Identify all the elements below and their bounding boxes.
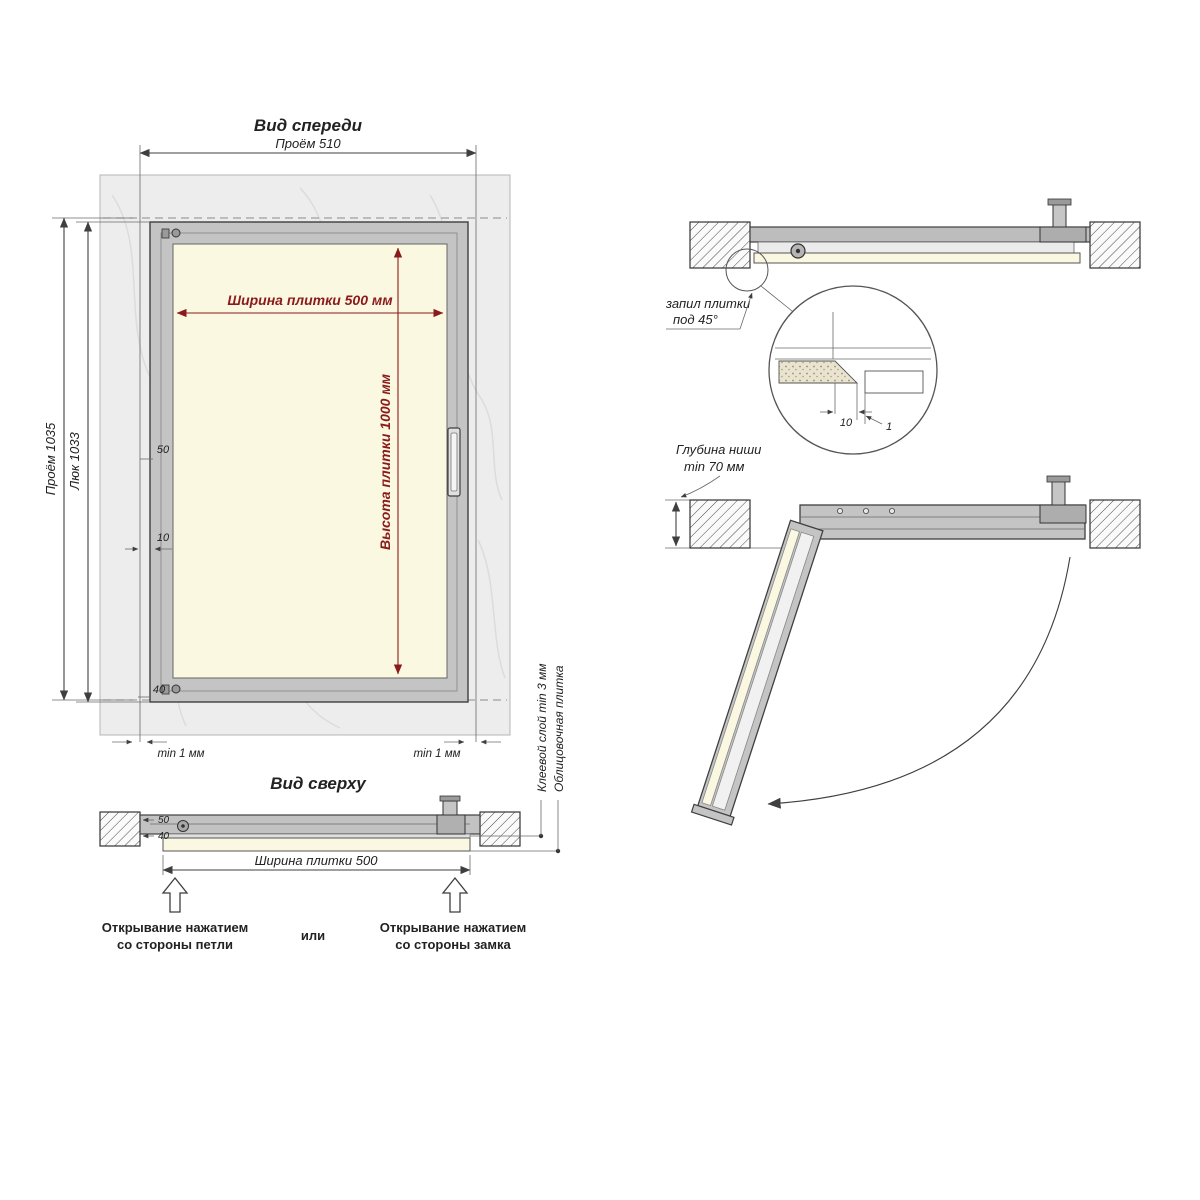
adjacent-tile bbox=[864, 370, 924, 394]
lock-bolt-closed-icon bbox=[1039, 198, 1087, 243]
up-arrow-hinge-icon bbox=[161, 876, 189, 913]
lock-bolt-icon bbox=[436, 795, 466, 835]
top-view-title: Вид сверху bbox=[270, 774, 367, 793]
front-view: Вид спереди Проём 510 Ширина плитки 500 … bbox=[43, 116, 511, 760]
wall-left-closed bbox=[689, 221, 751, 269]
dim-min1-right: min 1 мм bbox=[413, 748, 460, 760]
wall-right-open bbox=[1089, 499, 1141, 549]
label-tile: Облицовочная плитка bbox=[552, 665, 566, 792]
dim-40-front: 40 bbox=[153, 684, 166, 696]
open-hinge-caption-1: Открывание нажатием bbox=[102, 920, 249, 935]
front-view-title: Вид спереди bbox=[254, 116, 363, 135]
dim-10-front: 10 bbox=[157, 532, 170, 544]
front-dimensions bbox=[52, 148, 501, 745]
detail-view: 10 1 запил плитки под 45° bbox=[665, 285, 938, 455]
hinge-top-icon bbox=[161, 228, 181, 239]
top-view-section bbox=[99, 795, 521, 852]
adhesive-layer bbox=[162, 833, 471, 839]
lock-bolt-open-icon bbox=[1039, 475, 1087, 524]
dim-min1-left: min 1 мм bbox=[157, 748, 204, 760]
press-open-arrows bbox=[161, 876, 469, 913]
open-section-view: Глубина ниши min 70 мм bbox=[665, 442, 1141, 826]
top-view: Вид сверху bbox=[99, 664, 566, 952]
dim-tile-width-top: Ширина плитки 500 bbox=[255, 853, 379, 868]
open-lock-caption-1: Открывание нажатием bbox=[380, 920, 527, 935]
closed-section-view bbox=[689, 198, 1141, 316]
niche-depth-label-1: Глубина ниши bbox=[676, 442, 761, 457]
dim-hatch-height: Люк 1033 bbox=[67, 432, 82, 491]
top-view-dimensions bbox=[142, 800, 561, 875]
detail-circle bbox=[768, 285, 938, 455]
door-tile-face bbox=[701, 528, 800, 807]
detail-dim-10: 10 bbox=[840, 417, 853, 429]
open-lock-caption-2: со стороны замка bbox=[395, 937, 511, 952]
wall-left-section bbox=[99, 811, 141, 847]
wall-left-open bbox=[689, 499, 751, 549]
dim-opening-width: Проём 510 bbox=[275, 136, 341, 151]
swing-arc-arrow bbox=[767, 556, 1071, 809]
frame-arm bbox=[799, 475, 1087, 540]
dim-tile-height: Высота плитки 1000 мм bbox=[377, 373, 393, 550]
wall-right-section bbox=[479, 811, 521, 847]
label-adhesive: Клеевой слой min 3 мм bbox=[535, 664, 549, 792]
dim-tile-width: Ширина плитки 500 мм bbox=[227, 292, 393, 308]
saw-cut-label-2: под 45° bbox=[673, 312, 718, 327]
dim-40-top: 40 bbox=[158, 831, 170, 842]
or-caption: или bbox=[301, 928, 325, 943]
lock-handle-icon bbox=[447, 427, 461, 497]
open-door-panel bbox=[690, 519, 824, 826]
open-hinge-caption-2: со стороны петли bbox=[117, 937, 233, 952]
wall-right-closed bbox=[1089, 221, 1141, 269]
dim-50-top: 50 bbox=[158, 815, 170, 826]
up-arrow-lock-icon bbox=[441, 876, 469, 913]
tile-layer bbox=[162, 837, 471, 852]
niche-depth-label-2: min 70 мм bbox=[684, 459, 745, 474]
dim-50-front: 50 bbox=[157, 444, 170, 456]
detail-dim-1: 1 bbox=[886, 421, 892, 433]
detail-callout-circle bbox=[725, 248, 769, 292]
dim-opening-height: Проём 1035 bbox=[43, 422, 58, 495]
hinge-bottom-icon bbox=[161, 684, 181, 695]
saw-cut-label-1: запил плитки bbox=[665, 296, 750, 311]
